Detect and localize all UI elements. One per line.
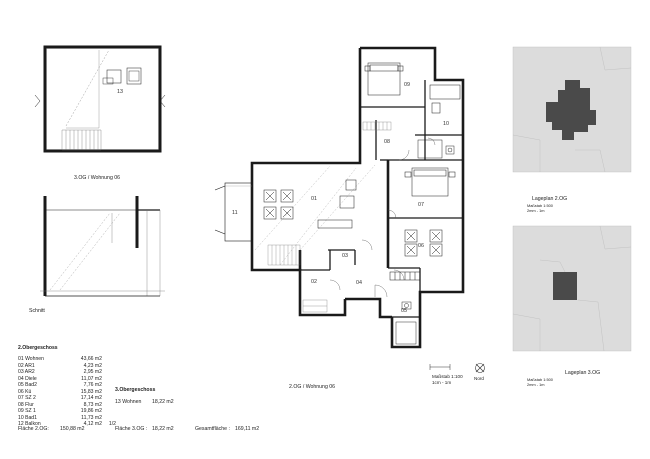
room-area: 2,95 m2 [83, 369, 102, 376]
site-plan-2-unit: 2mm - 1m [527, 207, 545, 213]
table-row: 06 Kü 15,83 m2 [18, 389, 116, 395]
room-number-05: 05 [401, 308, 407, 314]
main-floor-plan [214, 46, 465, 349]
table-row: 03 AR2 2,95 m2 [18, 369, 116, 375]
room-number-10: 10 [443, 121, 449, 127]
room-area: 43,66 m2 [80, 356, 102, 363]
bath-05-fixtures [395, 301, 417, 345]
room-area: 8,73 m2 [83, 401, 102, 408]
total-gesamt-value: 169,11 m2 [235, 426, 260, 432]
room-number-02: 02 [311, 279, 317, 285]
room-number-08: 08 [384, 139, 390, 145]
interior-walls [300, 80, 463, 318]
table-row: 02 AR1 4,23 m2 [18, 363, 116, 369]
room-area: 19,86 m2 [80, 408, 102, 415]
total-3og-label: Fläche 3.OG : [115, 426, 148, 432]
room-name: 05 Bad2 [18, 382, 37, 389]
bedroom-07-furniture [404, 167, 456, 197]
section-title: Schnitt [29, 308, 45, 314]
area-table-2og-heading: 2.Obergeschoss [18, 345, 58, 351]
room-name: 10 Bad1 [18, 414, 37, 421]
room-name: 08 Flur [18, 401, 34, 408]
north-label: Nord [474, 376, 484, 381]
scale-unit: 1cm - 1m [432, 380, 452, 385]
room-area: 4,12 m2 [83, 420, 102, 427]
outer-walls [250, 46, 465, 349]
scale-text: Maßstab 1:100 [432, 374, 463, 379]
area-table-2og: 2.Obergeschoss 01 Wohnen 43,66 m2 02 AR1 4… [18, 345, 116, 427]
door-swings [329, 137, 436, 298]
room-name: 12 Balkon [18, 420, 41, 427]
room-number-04: 04 [356, 280, 362, 286]
site-plan-3og [512, 225, 632, 352]
room-number-09: 09 [404, 82, 410, 88]
living-furniture [263, 179, 357, 229]
wardrobe-08 [362, 121, 392, 131]
room-area: 4,23 m2 [83, 362, 102, 369]
room-name: 02 AR1 [18, 362, 35, 369]
site-plan-3-title: Lageplan 3.OG [565, 370, 601, 376]
room-area: 11,73 m2 [81, 414, 102, 421]
room-name: 07 SZ 2 [18, 395, 36, 402]
total-2og-label: Fläche 2.OG: [18, 426, 49, 432]
upper-stair [61, 129, 102, 151]
room-name: 01 Wohnen [18, 356, 44, 363]
table-row: 09 SZ 1 19,86 m2 [18, 408, 116, 414]
total-gesamt-label: Gesamtfläche : [195, 426, 230, 432]
room-name: 03 AR2 [18, 369, 35, 376]
upper-plan-title: 3.OG / Wohnung 06 [74, 175, 121, 181]
room-name: 04 Diele [18, 375, 37, 382]
room-area: 7,76 m2 [83, 382, 102, 389]
table-row: 05 Bad2 7,76 m2 [18, 382, 116, 388]
room-number-11: 11 [232, 210, 238, 216]
room-number-06: 06 [418, 243, 424, 249]
main-stair [267, 244, 301, 266]
room-number-13: 13 [117, 89, 123, 95]
site-plan-2-scale: Maßstab 1:500 [527, 203, 553, 208]
area-table-3og-heading: 3.Obergeschoss [115, 387, 156, 393]
scale-bar [429, 364, 451, 370]
site-plan-2-title: Lageplan 2.OG [532, 196, 568, 202]
table-row-3og-area: 18,22 m2 [152, 399, 174, 405]
room-area: 15,83 m2 [80, 388, 102, 395]
table-row: 01 Wohnen 43,66 m2 [18, 356, 116, 362]
table-row-3og-name: 13 Wohnen [115, 399, 142, 405]
main-plan-title: 2.OG / Wohnung 06 [289, 384, 336, 390]
total-3og-value: 18,22 m2 [152, 426, 174, 432]
table-row: 10 Bad1 11,73 m2 [18, 415, 116, 421]
table-row: 12 Balkon 4,12 m2 1/2 [18, 421, 116, 427]
kitchen-06-furniture [389, 229, 443, 281]
north-arrow-icon [475, 363, 485, 373]
total-2og-value: 150,88 m2 [60, 426, 85, 432]
living-roof-lines [254, 164, 376, 266]
balcony [214, 182, 253, 242]
section-drawing [40, 196, 165, 297]
room-number-01: 01 [311, 196, 317, 202]
room-name: 09 SZ 1 [18, 408, 36, 415]
bedroom-09-furniture [364, 62, 461, 114]
site-plan-2og [512, 46, 632, 173]
storage-02 [302, 299, 328, 313]
room-name: 06 Kü [18, 388, 32, 395]
site-plan-3-scale: Maßstab 1:500 [527, 377, 553, 382]
room-number-03: 03 [342, 253, 348, 259]
room-number-07: 07 [418, 202, 424, 208]
room-extra: 1/2 [108, 420, 116, 427]
table-row: 08 Flur 8,73 m2 [18, 402, 116, 408]
room-area: 17,14 m2 [80, 395, 102, 402]
bath-10-fixtures [417, 139, 455, 159]
upper-floor-plan [34, 45, 166, 153]
room-area: 11,07 m2 [81, 375, 102, 382]
table-row: 04 Diele 11,07 m2 [18, 376, 116, 382]
table-row: 07 SZ 2 17,14 m2 [18, 395, 116, 401]
site-plan-3-unit: 2mm - 1m [527, 381, 545, 387]
